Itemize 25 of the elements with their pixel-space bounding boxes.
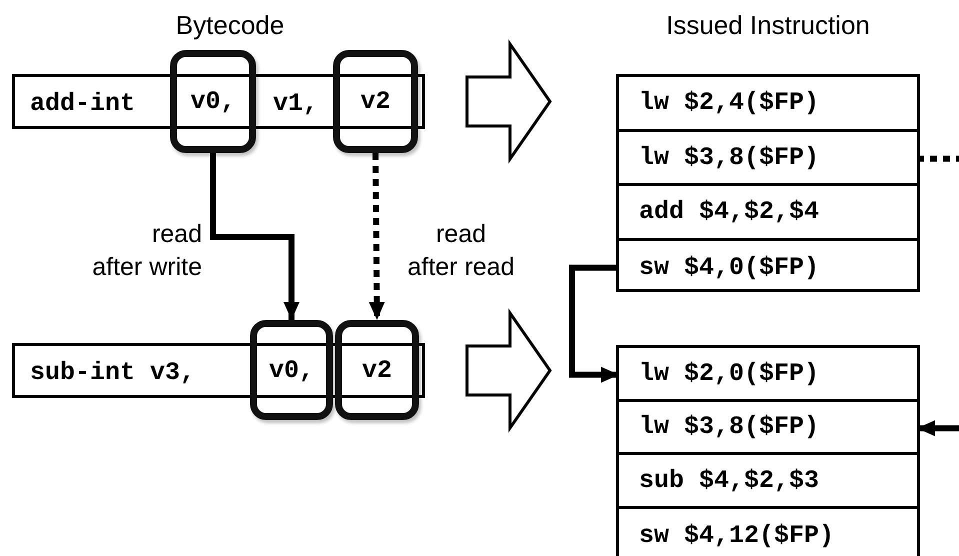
column-heading: Bytecode	[176, 10, 284, 41]
code-text: sub-int v3,	[30, 358, 196, 387]
instruction-row: sw $4,12($FP)	[619, 508, 917, 556]
instruction-stack	[616, 345, 920, 556]
instruction-row: lw $3,8($FP)	[619, 132, 917, 186]
instruction-row: lw $3,8($FP)	[619, 402, 917, 455]
operand-highlight: v2	[335, 320, 419, 420]
column-heading: Issued Instruction	[666, 10, 870, 41]
block-arrow	[466, 308, 552, 433]
block-arrow	[466, 39, 552, 164]
instruction-stack	[616, 74, 920, 292]
instruction-row: lw $2,0($FP)	[619, 348, 917, 402]
bytecode-row	[12, 74, 425, 129]
bytecode-row	[12, 343, 425, 398]
instruction-row: add $4,$2,$4	[619, 186, 917, 240]
instruction-row: sw $4,0($FP)	[619, 240, 917, 295]
code-text: add-int	[30, 89, 136, 118]
operand-highlight: v0,	[170, 50, 256, 153]
arrow	[210, 153, 300, 320]
operand-highlight: v2	[333, 50, 418, 153]
instruction-row: lw $2,4($FP)	[619, 77, 917, 132]
arrow	[368, 152, 385, 320]
code-text: v1,	[273, 89, 318, 118]
operand-highlight: v0,	[250, 320, 333, 420]
instruction-row: sub $4,$2,$3	[619, 455, 917, 508]
